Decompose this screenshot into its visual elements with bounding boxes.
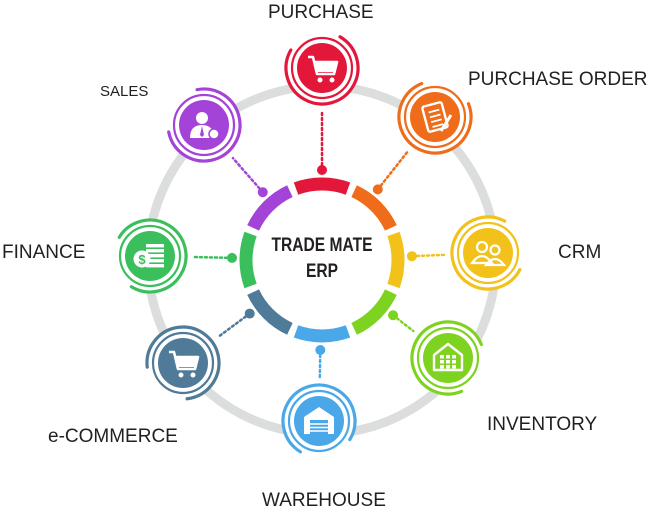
ring-segment-purchase-order: [351, 185, 397, 231]
label-e-commerce[interactable]: e-COMMERCE: [48, 426, 178, 447]
swoosh-warehouse: [281, 383, 357, 454]
connector-sales: [231, 156, 265, 194]
label-finance[interactable]: FINANCE: [2, 242, 86, 263]
connector-dot-inventory: [388, 310, 399, 321]
label-purchase[interactable]: PURCHASE: [268, 2, 374, 23]
center-title: TRADE MATE: [271, 235, 373, 256]
node-ring-warehouse: [287, 389, 351, 453]
label-warehouse[interactable]: WAREHOUSE: [262, 490, 386, 511]
svg-text:$: $: [138, 252, 146, 267]
connector-finance: [192, 255, 234, 260]
connector-crm: [410, 253, 446, 258]
shopping-cart-icon: [308, 55, 339, 83]
swoosh-inventory: [410, 320, 483, 396]
node-disc-purchase-order: [410, 92, 460, 142]
connector-dot-purchase: [317, 165, 327, 175]
connector-purchase-order: [376, 150, 409, 191]
module-node-purchase[interactable]: [284, 31, 360, 106]
ring-segment-e-commerce: [247, 289, 293, 335]
label-purchase-order[interactable]: PURCHASE ORDER: [468, 69, 648, 90]
cart-icon: [169, 350, 200, 378]
swoosh-finance: [117, 218, 188, 294]
inner-ring: [239, 177, 405, 343]
swoosh-crm: [450, 215, 522, 291]
ring-segment-sales: [247, 185, 293, 231]
ring-segment-crm: [387, 231, 405, 289]
node-disc-crm: [463, 228, 513, 278]
connector-dot-warehouse: [315, 344, 326, 355]
ring-segment-purchase: [293, 177, 351, 195]
swoosh-sales: [167, 87, 242, 163]
module-node-inventory[interactable]: [410, 320, 485, 396]
connector-e-commerce: [217, 312, 251, 339]
label-inventory[interactable]: INVENTORY: [487, 414, 598, 435]
swoosh-purchase: [284, 35, 360, 106]
connector-dot-sales: [257, 187, 268, 198]
module-nodes: $: [113, 31, 525, 458]
node-ring-sales: [172, 93, 236, 157]
module-node-finance[interactable]: $: [113, 218, 188, 294]
node-ring-purchase-order: [403, 85, 467, 149]
warehouse-building-icon: [432, 342, 464, 372]
money-stack-icon: $: [133, 244, 164, 268]
node-ring-e-commerce: [151, 331, 215, 395]
module-node-e-commerce[interactable]: [145, 325, 221, 401]
label-crm[interactable]: CRM: [558, 242, 602, 263]
node-ring-purchase: [290, 36, 354, 100]
module-node-sales[interactable]: [167, 87, 242, 163]
label-sales[interactable]: SALES: [100, 83, 149, 100]
module-node-purchase-order[interactable]: [397, 80, 473, 155]
warehouse-icon: [304, 407, 334, 434]
salesperson-icon: [190, 112, 220, 140]
center-subtitle: ERP: [305, 261, 339, 282]
module-node-crm[interactable]: [450, 215, 525, 291]
ring-segment-finance: [239, 231, 257, 289]
swoosh-purchase-order: [397, 81, 473, 155]
node-ring-inventory: [416, 326, 480, 390]
connector-dot-purchase-order: [372, 184, 383, 195]
center-disc: [256, 194, 388, 326]
connector-dot-crm: [406, 251, 417, 262]
connector-dot-finance: [227, 252, 238, 263]
node-ring-crm: [456, 221, 520, 285]
users-icon: [469, 240, 507, 267]
module-node-warehouse[interactable]: [281, 383, 357, 458]
connectors: [192, 110, 446, 379]
order-document-icon: [421, 101, 453, 133]
ring-segment-warehouse: [293, 325, 351, 343]
connector-dot-e-commerce: [244, 308, 255, 319]
node-ring-finance: [118, 224, 182, 288]
ring-segment-inventory: [351, 289, 397, 335]
swoosh-e-commerce: [145, 325, 221, 401]
node-disc-sales: [179, 100, 229, 150]
